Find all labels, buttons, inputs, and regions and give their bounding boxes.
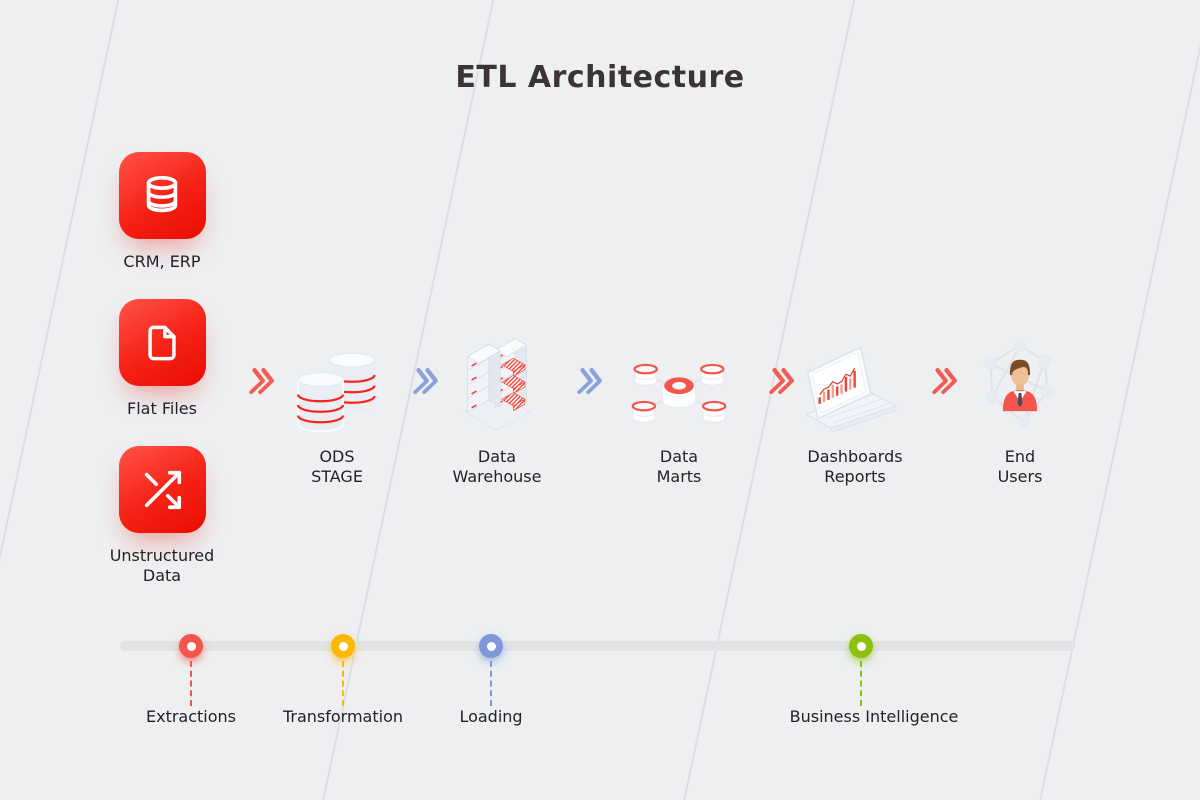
timeline-phase-label: Extractions xyxy=(145,707,236,726)
stage-label: Data Marts xyxy=(656,447,702,486)
source-unstructured-data: Unstructured Data xyxy=(87,446,237,586)
timeline-dashed-line xyxy=(190,661,192,706)
timeline-phase-label: Business Intelligence xyxy=(789,707,959,726)
source-label: Unstructured Data xyxy=(109,546,215,585)
timeline-phase-label: Loading xyxy=(459,707,523,726)
stage-data-warehouse: Data Warehouse xyxy=(417,330,577,486)
timeline-dashed-line xyxy=(860,661,862,706)
flow-chevron-icon xyxy=(576,366,603,396)
source-crm-erp: CRM, ERP xyxy=(87,152,237,272)
timeline-dot xyxy=(849,634,873,658)
source-label: CRM, ERP xyxy=(123,252,201,271)
stage-end-users: End Users xyxy=(940,330,1100,486)
source-label: Flat Files xyxy=(127,399,197,418)
flow-chevron-icon xyxy=(931,366,958,396)
red-tile xyxy=(118,152,206,239)
stage-label: Data Warehouse xyxy=(452,447,542,486)
timeline-phase-label: Transformation xyxy=(282,707,404,726)
timeline-dot xyxy=(331,634,355,658)
flow-chevron-icon xyxy=(248,366,275,396)
server-racks-illustration xyxy=(463,337,531,431)
red-tile xyxy=(118,299,206,386)
user-network-illustration xyxy=(983,338,1055,429)
database-icon xyxy=(146,175,178,212)
stage-label: Dashboards Reports xyxy=(807,447,903,486)
timeline-dot xyxy=(179,634,203,658)
stage-dashboards-reports: Dashboards Reports xyxy=(775,330,935,486)
stage-ods-stage: ODS STAGE xyxy=(257,330,417,486)
stage-label: ODS STAGE xyxy=(311,447,363,486)
stage-data-marts: Data Marts xyxy=(599,330,759,486)
flow-chevron-icon xyxy=(768,366,795,396)
stacked-databases-illustration xyxy=(296,352,376,432)
red-tile xyxy=(118,446,206,533)
timeline-bar xyxy=(120,641,1075,651)
source-flat-files: Flat Files xyxy=(87,299,237,419)
database-network-illustration xyxy=(631,363,727,423)
laptop-charts-illustration xyxy=(805,346,897,432)
timeline-dashed-line xyxy=(342,661,344,706)
flow-chevron-icon xyxy=(412,366,439,396)
file-icon xyxy=(148,325,176,360)
shuffle-icon xyxy=(144,470,182,509)
page-title: ETL Architecture xyxy=(455,60,745,95)
timeline-dashed-line xyxy=(490,661,492,706)
stage-label: End Users xyxy=(997,447,1043,486)
timeline-dot xyxy=(479,634,503,658)
